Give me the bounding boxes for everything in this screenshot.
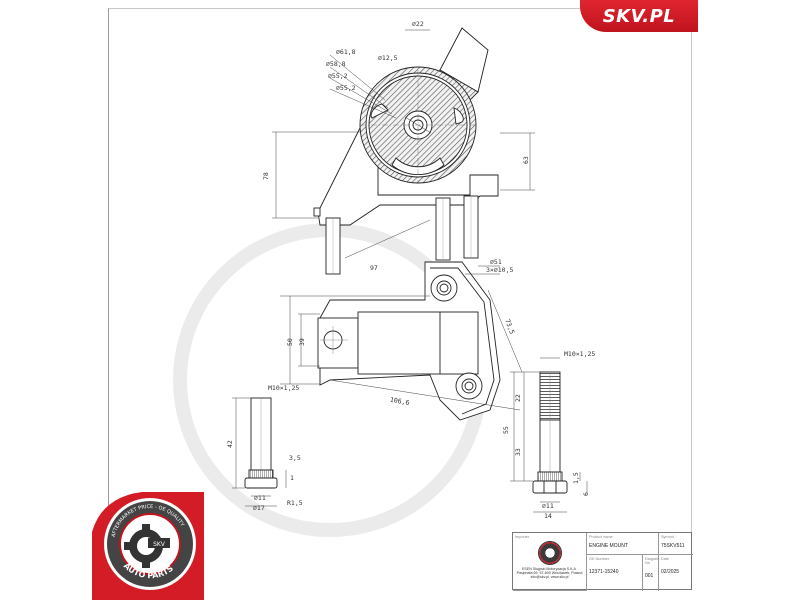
svg-text:M10×1,25: M10×1,25: [564, 350, 595, 358]
product-name-cell: Product name ENGINE MOUNT: [587, 533, 659, 555]
bracket-dimensions: [280, 265, 523, 411]
left-bolt-labels: 42 ⌀11 ⌀17 3,5 1 R1,5: [226, 440, 303, 512]
svg-text:3×⌀10,5: 3×⌀10,5: [486, 266, 513, 274]
date-cell: Date 02/2025: [659, 555, 693, 591]
diagram-no-cell: Diagram No 001: [643, 555, 659, 591]
symbol-value: 75SKV511: [661, 543, 685, 549]
left-bolt: [244, 397, 278, 489]
svg-text:⌀61,8: ⌀61,8: [336, 48, 356, 56]
svg-text:R1,5: R1,5: [287, 499, 303, 507]
svg-text:73,5: 73,5: [503, 318, 516, 336]
oe-number: 12371-15240: [589, 569, 619, 575]
svg-text:⌀12,5: ⌀12,5: [378, 54, 398, 62]
product-name: ENGINE MOUNT: [589, 543, 628, 549]
svg-text:42: 42: [226, 440, 234, 448]
svg-text:97: 97: [370, 264, 378, 272]
importer-cell: Importer ESEN Skąpski Motoryzacja S.K.A.…: [513, 533, 587, 591]
skv-badge: SKV AFTERMARKET PRICE - OE QUALITY AUTO …: [92, 492, 204, 600]
svg-text:6: 6: [582, 492, 590, 496]
svg-text:⌀17: ⌀17: [253, 504, 265, 512]
mount-upper-view: [313, 27, 499, 275]
title-block: Importer ESEN Skąpski Motoryzacja S.K.A.…: [512, 532, 693, 591]
svg-text:1,5: 1,5: [572, 472, 580, 484]
svg-text:22: 22: [514, 394, 522, 402]
svg-text:⌀55,2: ⌀55,2: [328, 72, 348, 80]
svg-text:3,5: 3,5: [289, 454, 301, 462]
svg-text:⌀58,8: ⌀58,8: [326, 60, 346, 68]
svg-text:⌀51: ⌀51: [490, 258, 502, 266]
right-bolt-dimensions: [510, 357, 588, 513]
svg-text:M10×1,25: M10×1,25: [268, 384, 299, 392]
svg-text:⌀22: ⌀22: [412, 20, 424, 28]
svg-text:63: 63: [522, 156, 530, 164]
importer-logo-icon: [537, 541, 562, 565]
left-bolt-dimensions: [232, 397, 287, 507]
upper-dimensions: [272, 29, 535, 259]
svg-text:SKV: SKV: [153, 541, 166, 548]
symbol-cell: Symbol 75SKV511: [659, 533, 693, 555]
svg-text:78: 78: [262, 172, 270, 180]
svg-text:33: 33: [514, 448, 522, 456]
diagram-no: 001: [645, 573, 654, 579]
right-bolt: [532, 371, 568, 494]
brand-tab[interactable]: SKV.PL: [580, 0, 698, 32]
date-value: 02/2025: [661, 569, 680, 575]
svg-text:⌀55,2: ⌀55,2: [336, 84, 356, 92]
svg-text:106,6: 106,6: [389, 396, 410, 407]
svg-text:⌀11: ⌀11: [542, 502, 554, 510]
svg-text:55: 55: [502, 426, 510, 434]
svg-text:50: 50: [286, 338, 294, 346]
right-bolt-labels: M10×1,25 22 55 33 1,5 6 ⌀11 14: [502, 350, 595, 520]
svg-text:14: 14: [544, 512, 552, 520]
upper-dimension-labels: ⌀61,8 ⌀58,8 ⌀55,2 ⌀55,2 ⌀12,5 ⌀22 78 63 …: [262, 20, 530, 272]
bracket-side-view: [317, 261, 501, 421]
drawing-frame: [108, 8, 692, 590]
svg-text:⌀11: ⌀11: [254, 494, 266, 502]
brand-label: SKV.PL: [602, 5, 676, 27]
svg-text:39: 39: [298, 338, 306, 346]
svg-text:1: 1: [290, 474, 294, 482]
oe-number-cell: OE Number 12371-15240: [587, 555, 643, 591]
